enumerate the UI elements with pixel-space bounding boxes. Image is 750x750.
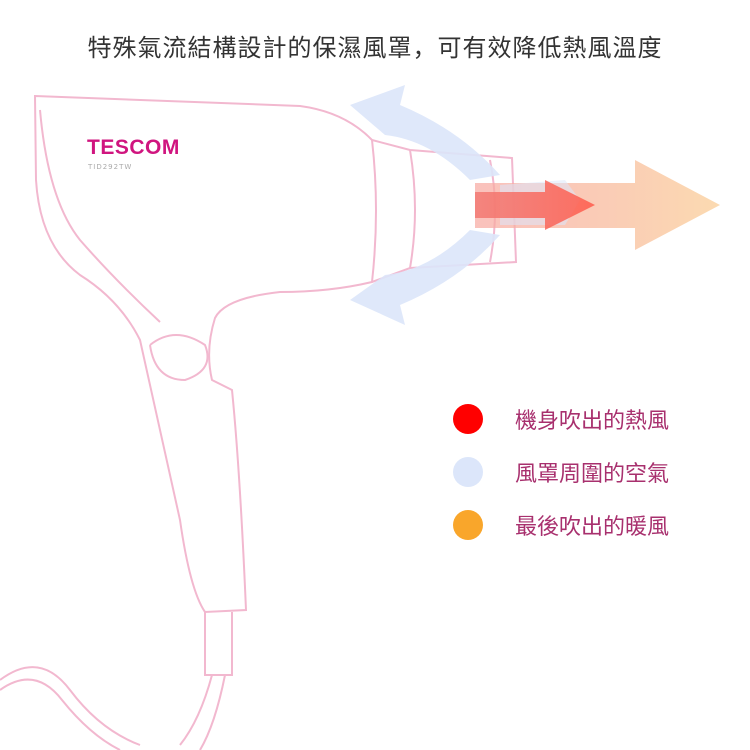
legend-label: 風罩周圍的空氣 [515,461,670,487]
legend-item-warm-air: 最後吹出的暖風 [453,498,669,551]
legend: 機身吹出的熱風 風罩周圍的空氣 最後吹出的暖風 [453,392,669,551]
legend-label: 機身吹出的熱風 [515,408,670,434]
brand-logo: TESCOM [87,136,180,159]
model-number: TID292TW [88,163,133,171]
dryer-outline [0,94,518,750]
red-dot-icon [453,403,483,434]
orange-dot-icon [453,509,483,540]
legend-item-hot-air: 機身吹出的熱風 [453,392,669,445]
legend-label: 最後吹出的暖風 [515,514,670,540]
hot-air-arrow [475,180,595,230]
legend-item-surrounding-air: 風罩周圍的空氣 [453,445,669,498]
warm-air-arrow [475,160,720,250]
headline: 特殊氣流結構設計的保濕風罩，可有效降低熱風溫度 [87,34,663,62]
light-blue-dot-icon [453,456,483,487]
